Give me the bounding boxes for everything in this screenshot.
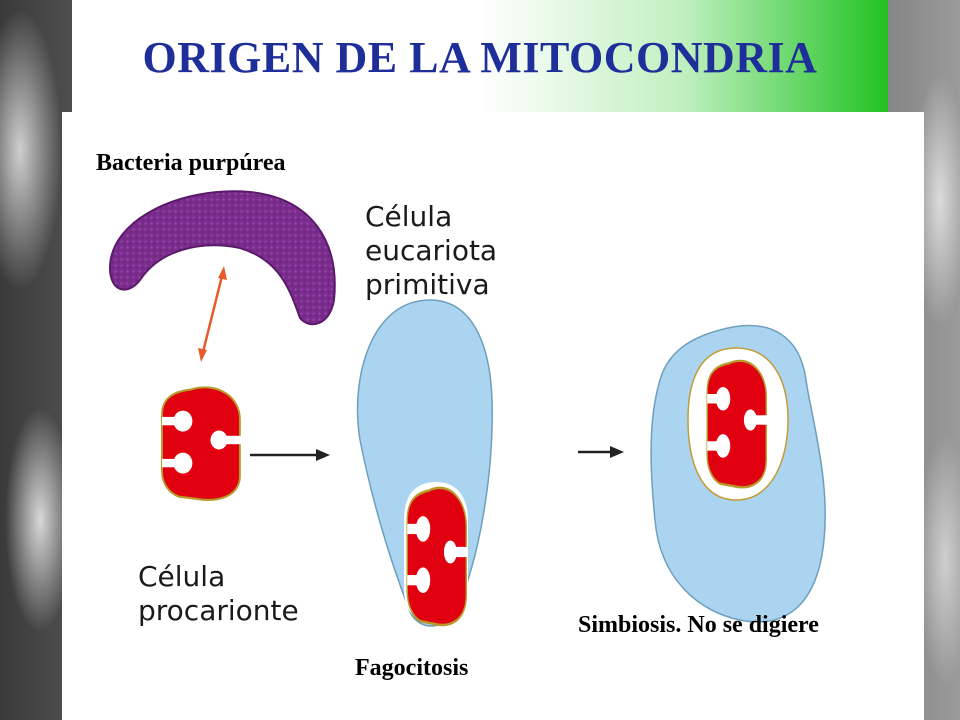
prokaryote-label-line1: Célula — [138, 560, 226, 593]
symbiont-mitochondrion — [706, 359, 769, 489]
bacteria-label: Bacteria purpúrea — [96, 150, 286, 176]
eukaryote-label: Célula eucariota primitiva — [365, 200, 497, 302]
link-arrowhead-top — [218, 266, 227, 280]
eukaryote-label-line1: Célula — [365, 200, 453, 233]
eukaryote-label-line2: eucariota — [365, 234, 498, 267]
symbiosis-caption: Simbiosis. No se digiere — [578, 612, 819, 638]
process-arrowhead-2 — [610, 446, 624, 458]
link-arrowhead-bottom — [198, 348, 207, 362]
process-arrowhead-1 — [316, 449, 330, 461]
phagocytosis-caption: Fagocitosis — [355, 655, 469, 681]
eukaryote-label-line3: primitiva — [365, 268, 490, 301]
link-arrow — [200, 271, 225, 357]
prokaryote-label-line2: procarionte — [138, 594, 299, 627]
purple-bacterium — [108, 190, 336, 326]
page-title: ORIGEN DE LA MITOCONDRIA — [142, 33, 818, 82]
prokaryote-cell — [160, 386, 243, 501]
prokaryote-label: Célula procarionte — [138, 560, 299, 628]
engulfed-mitochondrion — [405, 486, 469, 627]
title-banner — [72, 0, 888, 122]
